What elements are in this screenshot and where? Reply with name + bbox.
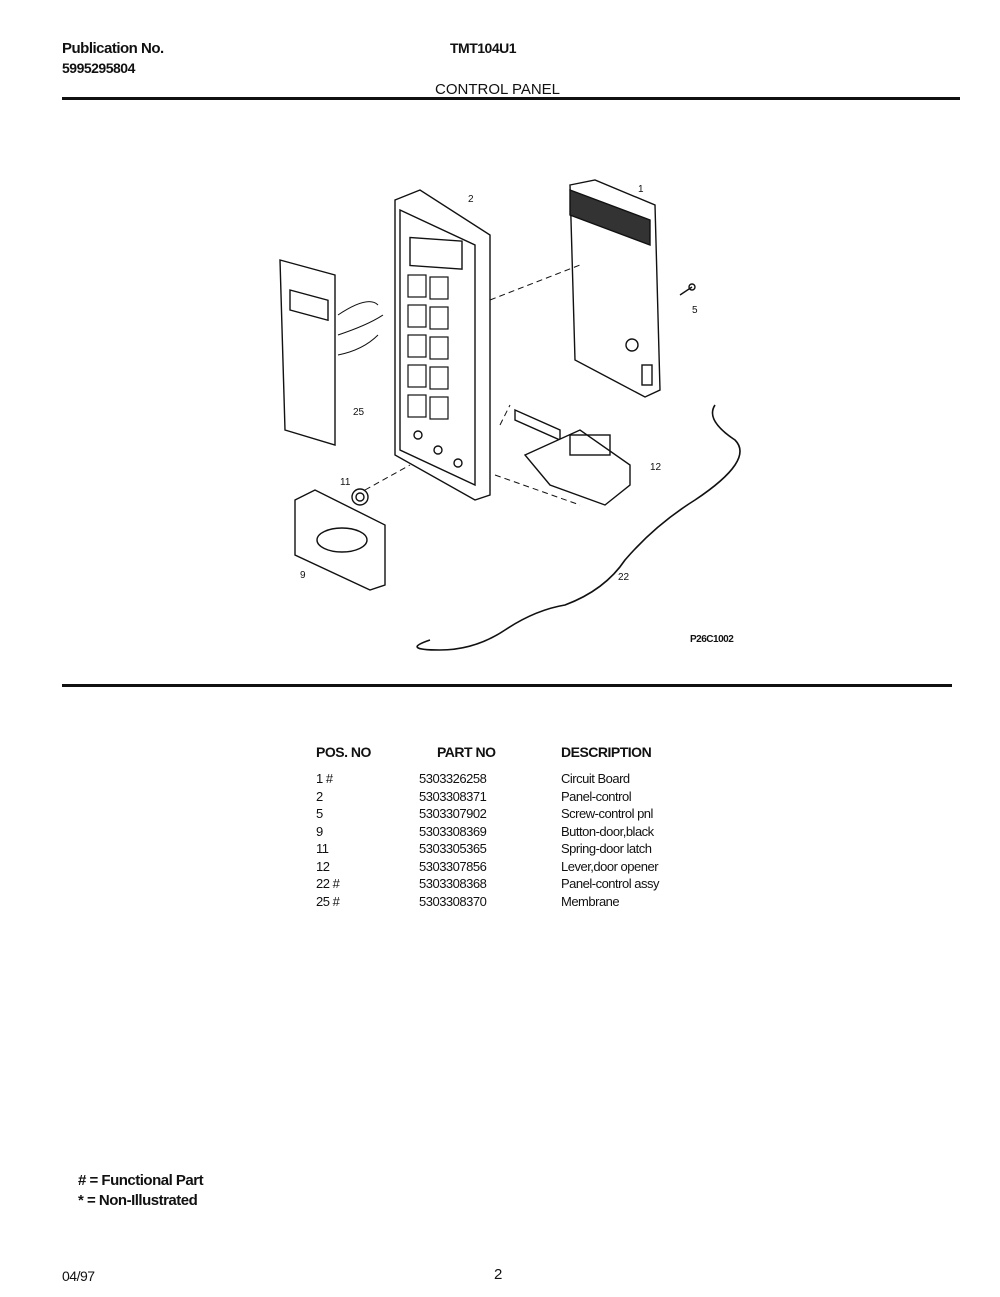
callout-11: 11 [340, 477, 351, 488]
header-rule [62, 97, 960, 100]
control-panel-part [394, 189, 491, 501]
description: Panel-control [561, 788, 632, 804]
legend-functional-part: # = Functional Part [78, 1172, 204, 1189]
part-no: 5303326258 [419, 771, 487, 786]
section-divider [62, 684, 952, 687]
table-row: 9 5303308369 Button-door,black [316, 823, 721, 841]
part-no: 5303308369 [419, 823, 487, 839]
table-row: 1 # 5303326258 Circuit Board [316, 770, 721, 788]
door-button-part [294, 489, 386, 591]
publication-number: 5995295804 [62, 60, 135, 76]
col-pos-no: POS. NO [316, 744, 371, 760]
part-no: 5303308371 [419, 788, 487, 804]
description: Spring-door latch [561, 841, 652, 856]
model-number: TMT104U1 [450, 40, 517, 56]
table-row: 25 # 5303308370 Membrane [316, 893, 721, 911]
callout-1: 1 [638, 184, 644, 195]
part-no: 5303308368 [419, 876, 487, 891]
pos-no: 25 # [316, 893, 340, 909]
description: Membrane [561, 893, 620, 909]
section-title: CONTROL PANEL [435, 81, 561, 98]
lever-part [514, 408, 631, 506]
description: Lever,door opener [561, 858, 659, 874]
callout-25: 25 [353, 407, 365, 418]
col-part-no: PART NO [437, 744, 496, 760]
membrane-part [279, 259, 384, 446]
callout-9: 9 [300, 570, 306, 581]
callouts: 2 1 5 25 12 11 9 22 [300, 184, 698, 583]
legend-non-illustrated: * = Non-Illustrated [78, 1192, 198, 1209]
circuit-board-part [569, 179, 661, 398]
table-row: 5 5303307902 Screw-control pnl [316, 805, 721, 823]
spring-part [351, 488, 369, 506]
cable-part [416, 404, 741, 651]
diagram-code: P26C1002 [690, 634, 734, 645]
callout-12: 12 [650, 462, 662, 473]
pos-no: 9 [316, 823, 323, 839]
table-row: 12 5303307856 Lever,door opener [316, 858, 721, 876]
part-no: 5303308370 [419, 893, 487, 909]
screw-part [679, 283, 696, 296]
pos-no: 22 # [316, 876, 340, 891]
description: Circuit Board [561, 771, 630, 786]
description: Panel-control assy [561, 876, 659, 891]
publication-label: Publication No. [62, 40, 164, 57]
description: Button-door,black [561, 823, 654, 839]
parts-table-header: POS. NO PART NO DESCRIPTION [316, 744, 721, 770]
table-row: 11 5303305365 Spring-door latch [316, 840, 721, 858]
table-row: 22 # 5303308368 Panel-control assy [316, 875, 721, 893]
pos-no: 11 [316, 841, 329, 856]
part-no: 5303307902 [419, 806, 487, 821]
pos-no: 12 [316, 858, 330, 874]
page-number: 2 [494, 1266, 502, 1283]
pos-no: 1 # [316, 771, 333, 786]
pos-no: 5 [316, 806, 323, 821]
footer-date: 04/97 [62, 1268, 95, 1284]
col-description: DESCRIPTION [561, 744, 652, 760]
description: Screw-control pnl [561, 806, 653, 821]
parts-table: POS. NO PART NO DESCRIPTION 1 # 53033262… [316, 744, 721, 910]
part-no: 5303305365 [419, 841, 487, 856]
table-row: 2 5303308371 Panel-control [316, 788, 721, 806]
callout-2: 2 [468, 194, 474, 205]
exploded-parts-diagram: 2 1 5 25 12 11 9 22 [279, 179, 741, 651]
callout-5: 5 [692, 305, 698, 316]
callout-22: 22 [618, 572, 630, 583]
pos-no: 2 [316, 788, 323, 804]
alignment-lines [364, 264, 581, 506]
part-no: 5303307856 [419, 858, 487, 874]
